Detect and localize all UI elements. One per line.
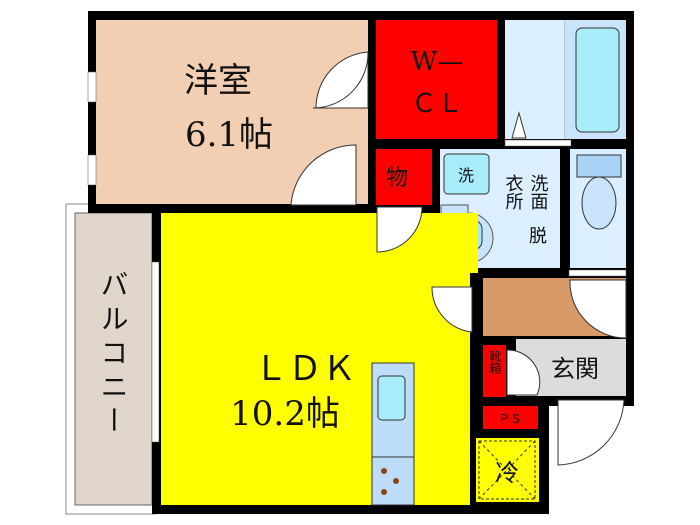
doors	[290, 51, 627, 466]
bathtub	[575, 27, 620, 133]
balcony-window[interactable]	[151, 261, 160, 443]
washroom-col1: 洗面	[528, 174, 549, 210]
western-room-name: 洋室	[184, 61, 252, 101]
storage	[376, 149, 432, 205]
window	[87, 154, 97, 186]
western-room-size: 6.1帖	[185, 115, 273, 155]
ldk-size: 10.2帖	[230, 394, 340, 434]
entrance-label: 玄関	[551, 355, 599, 383]
ldk-room	[161, 213, 470, 505]
stove-burner	[381, 489, 387, 495]
washing-machine	[443, 153, 490, 195]
shoe-box	[483, 345, 506, 397]
toilet-icon	[581, 176, 617, 230]
fridge-label: 冷	[495, 459, 519, 487]
toilet-tank	[576, 154, 622, 178]
wcl-label-2: ＣＬ	[411, 89, 463, 119]
washroom-col1b: 脱	[529, 226, 547, 247]
balcony	[74, 212, 153, 506]
bath-door	[511, 111, 527, 139]
stove-burner	[393, 478, 399, 484]
sink	[377, 375, 406, 421]
ldk-name: ＬＤＫ	[254, 349, 356, 389]
balcony-label: バルコニー	[97, 270, 130, 440]
storage-label: 物	[386, 166, 408, 191]
washer-label: 洗	[458, 166, 474, 185]
wcl-label-1: W—	[411, 47, 464, 77]
walk-in-closet	[376, 20, 497, 139]
pipe-space	[483, 406, 538, 429]
stove-burner	[381, 468, 387, 474]
window	[87, 71, 97, 103]
fridge-space	[476, 438, 539, 502]
ps-label: ＰＳ	[498, 412, 522, 426]
washroom-col2: 衣所	[503, 174, 524, 210]
shoebox-label: 靴箱	[488, 350, 502, 374]
